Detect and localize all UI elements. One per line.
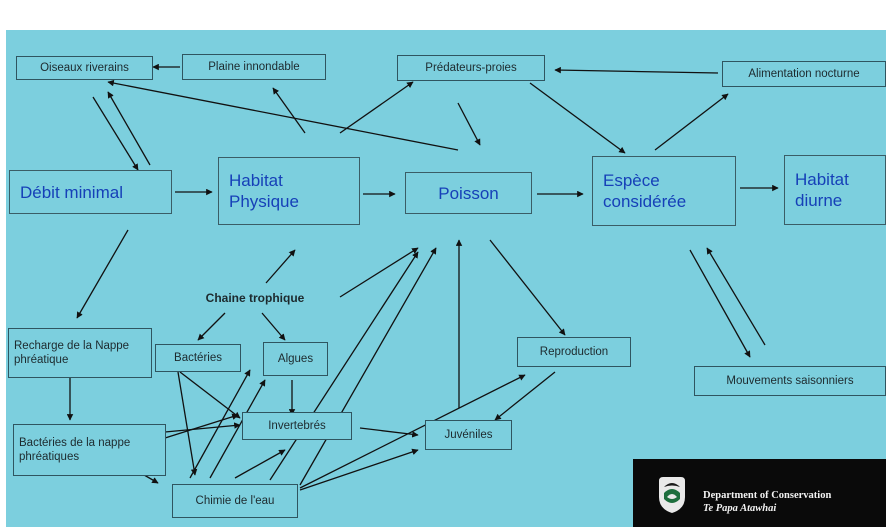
node-habitat-diurne-line2: diurne — [795, 191, 843, 210]
node-recharge-nappe: Recharge de la Nappe phréatique — [8, 328, 152, 378]
arrow-chaine-to-poisson — [339, 247, 419, 298]
arrow-chimie-to-invertebres — [234, 449, 286, 479]
department-of-conservation-logo: Department of Conservation Te Papa Atawh… — [633, 459, 886, 527]
arrow-predateurs-to-espece — [529, 82, 626, 154]
node-algues: Algues — [263, 342, 328, 376]
node-mouvements-saisonniers: Mouvements saisonniers — [694, 366, 886, 396]
logo-line-1: Department of Conservation — [703, 490, 832, 501]
arrow-reproduction-to-juveniles — [494, 371, 556, 421]
arrow-predateurs-to-poisson — [457, 102, 481, 146]
arrow-chaine-to-habphys — [265, 249, 296, 284]
node-debit-minimal: Débit minimal — [9, 170, 172, 214]
node-chimie-eau: Chimie de l'eau — [172, 484, 298, 518]
arrow-bacteries-to-chimie — [177, 371, 198, 476]
arrow-debit-to-oiseaux — [107, 91, 151, 166]
arrow-habphys-to-predateurs — [339, 81, 414, 134]
arrow-chimie-to-poisson-2 — [269, 251, 419, 481]
node-juveniles: Juvéniles — [425, 420, 512, 450]
node-espece-line2: considérée — [603, 192, 687, 211]
arrow-mouvements-to-espece — [706, 247, 766, 346]
node-predateurs-proies: Prédateurs-proies — [397, 55, 545, 81]
arrow-chimie-to-algues — [209, 379, 266, 479]
node-poisson: Poisson — [405, 172, 532, 214]
arrow-chimie-to-bacteries-up — [189, 369, 251, 479]
node-oiseaux-riverains: Oiseaux riverains — [16, 56, 153, 80]
node-chaine-trophique: Chaine trophique — [180, 286, 330, 310]
node-bacteries: Bactéries — [155, 344, 241, 372]
arrow-bacteriesnappe-to-invertebres — [164, 422, 241, 433]
arrow-habphys-to-plaine — [272, 87, 306, 134]
node-espece-consideree: Espèce considérée — [592, 156, 736, 226]
node-invertebres: Invertebrés — [242, 412, 352, 440]
arrow-invertebres-to-juveniles — [359, 427, 419, 438]
node-habitat-physique-line1: Habitat — [229, 171, 283, 190]
arrow-espece-to-mouvements — [689, 249, 751, 358]
node-bacteries-nappe: Bactéries de la nappe phréatiques — [13, 424, 166, 476]
arrow-bacteries-to-invertebres — [179, 371, 241, 419]
arrow-bacteriesnappe-to-invertebres-2 — [164, 413, 239, 439]
arrow-alimentation-to-predateurs — [554, 66, 719, 74]
arrow-chimie-to-poisson — [299, 247, 437, 486]
logo-line-2: Te Papa Atawhai — [703, 503, 777, 514]
node-habitat-diurne-line1: Habitat — [795, 170, 849, 189]
arrow-poisson-to-oiseaux — [107, 79, 459, 151]
node-habitat-physique-line2: Physique — [229, 192, 299, 211]
node-espece-line1: Espèce — [603, 171, 660, 190]
arrow-oiseaux-to-debit — [92, 96, 139, 171]
doc-emblem-icon — [659, 477, 685, 513]
node-plaine-innondable: Plaine innondable — [182, 54, 326, 80]
arrow-espece-to-alimentation — [654, 93, 729, 151]
node-alimentation-nocturne: Alimentation nocturne — [722, 61, 886, 87]
arrow-debit-to-recharge — [76, 229, 129, 319]
node-habitat-diurne: Habitat diurne — [784, 155, 886, 225]
arrow-chaine-to-bacteries — [197, 312, 226, 341]
arrow-chaine-to-algues — [261, 312, 286, 341]
arrow-poisson-to-reproduction — [489, 239, 566, 336]
node-habitat-physique: Habitat Physique — [218, 157, 360, 225]
node-reproduction: Reproduction — [517, 337, 631, 367]
arrow-chimie-to-juveniles — [299, 448, 419, 491]
